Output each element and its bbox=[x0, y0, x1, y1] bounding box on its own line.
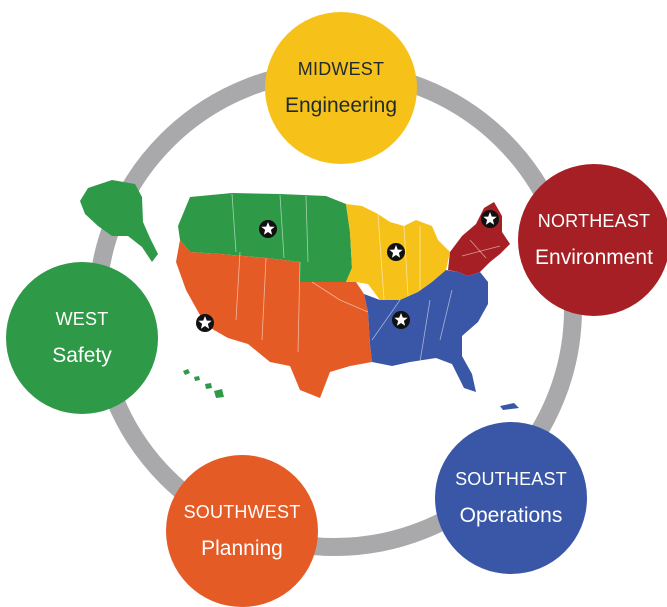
region-focus: Operations bbox=[459, 503, 563, 527]
west-region-shape bbox=[178, 193, 352, 282]
region-name: NORTHEAST bbox=[537, 210, 651, 231]
northeast-region-shape bbox=[448, 202, 510, 276]
star-icon bbox=[483, 212, 497, 225]
region-focus: Safety bbox=[52, 343, 112, 367]
region-name: SOUTHWEST bbox=[183, 501, 301, 522]
southwest-region-shape bbox=[176, 240, 372, 398]
hawaii-shape bbox=[183, 369, 224, 398]
region-name: SOUTHEAST bbox=[455, 468, 567, 489]
puerto-rico-shape bbox=[500, 403, 519, 410]
office-markers bbox=[196, 210, 499, 332]
region-name: MIDWEST bbox=[297, 58, 385, 79]
region-focus: Engineering bbox=[284, 93, 398, 117]
southeast-operations-circle: SOUTHEAST Operations bbox=[435, 422, 587, 574]
region-focus: Planning bbox=[201, 536, 283, 560]
west-safety-circle: WEST Safety bbox=[6, 262, 158, 414]
region-name: WEST bbox=[55, 308, 109, 329]
star-icon bbox=[261, 222, 275, 235]
star-icon bbox=[394, 313, 408, 326]
midwest-engineering-circle: MIDWEST Engineering bbox=[265, 12, 417, 164]
alaska-shape bbox=[80, 180, 158, 262]
southeast-region-shape bbox=[364, 270, 488, 392]
southwest-planning-circle: SOUTHWEST Planning bbox=[166, 455, 318, 607]
region-focus: Environment bbox=[535, 245, 653, 269]
star-icon bbox=[389, 245, 403, 258]
northeast-environment-circle: NORTHEAST Environment bbox=[518, 164, 667, 316]
state-borders bbox=[231, 193, 501, 363]
star-icon bbox=[198, 316, 212, 329]
